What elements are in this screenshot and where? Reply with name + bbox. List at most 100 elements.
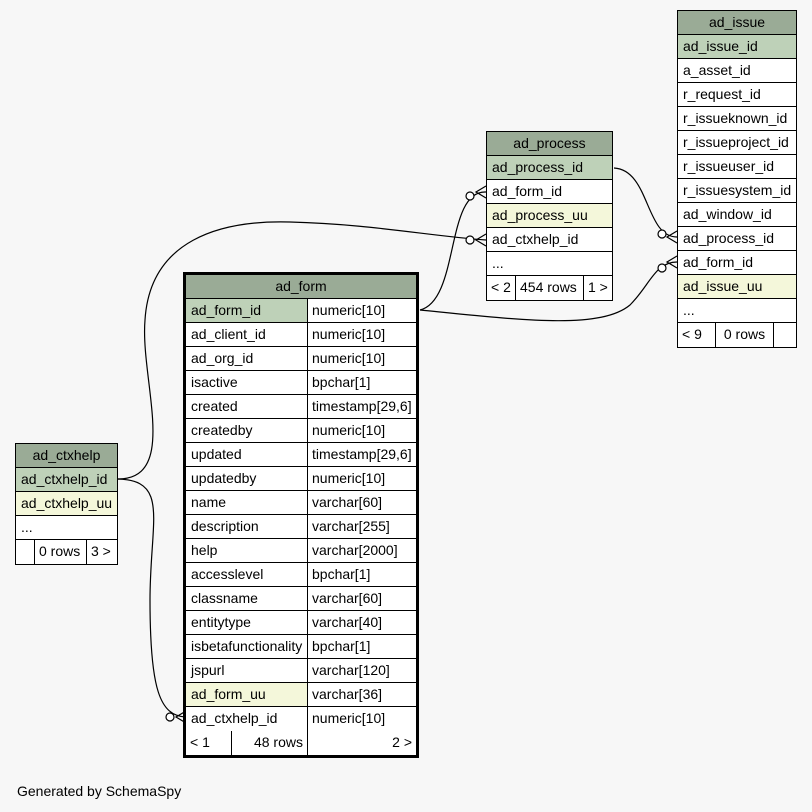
children-link[interactable]: 1 >	[588, 279, 608, 295]
column-name: createdby	[186, 419, 308, 442]
column-type: numeric[10]	[312, 326, 386, 342]
crowfoot-icon	[474, 185, 487, 199]
table-title[interactable]: ad_form	[186, 275, 416, 299]
column-name: updatedby	[186, 467, 308, 490]
column-row: ad_ctxhelp_uu	[16, 492, 117, 516]
children-link[interactable]: 3 >	[91, 543, 111, 559]
edge-form-ctxhelp	[116, 478, 187, 718]
column-row: ad_form_id	[487, 180, 612, 204]
column-row: a_asset_id	[678, 59, 796, 83]
column-type: varchar[2000]	[312, 542, 398, 558]
column-name: ad_form_uu	[186, 683, 308, 706]
table-ad-issue: ad_issue ad_issue_id a_asset_id r_reques…	[677, 10, 797, 348]
column-row: ad_form_id	[678, 251, 796, 275]
crowfoot-icon	[174, 710, 187, 724]
parents-link[interactable]: < 1	[186, 731, 232, 755]
column-name: updated	[186, 443, 308, 466]
column-type: varchar[36]	[312, 686, 383, 702]
column-name: ad_client_id	[186, 323, 308, 346]
table-title[interactable]: ad_issue	[678, 11, 796, 35]
column-row: ad_ctxhelp_id	[487, 228, 612, 252]
column-name: classname	[186, 587, 308, 610]
column-type: varchar[60]	[312, 494, 383, 510]
column-name: jspurl	[186, 659, 308, 682]
column-row: ad_issue_uu	[678, 275, 796, 299]
row-count: 0 rows	[35, 540, 87, 564]
column-type: bpchar[1]	[312, 374, 371, 390]
column-row: ad_issue_id	[678, 35, 796, 59]
column-name: name	[186, 491, 308, 514]
edge-process-form	[419, 191, 487, 311]
table-footer: 0 rows 3 >	[16, 540, 117, 564]
edge-issue-form	[419, 261, 678, 322]
column-type: varchar[120]	[312, 662, 390, 678]
column-type: numeric[10]	[312, 470, 386, 486]
generated-by-label: Generated by SchemaSpy	[17, 783, 182, 799]
table-footer: < 2 454 rows 1 >	[487, 276, 612, 300]
column-name: entitytype	[186, 611, 308, 634]
parents-link[interactable]: < 2	[487, 276, 516, 300]
edge-process-ctxhelp	[116, 221, 487, 480]
table-title[interactable]: ad_ctxhelp	[16, 444, 117, 468]
column-row: r_issueknown_id	[678, 107, 796, 131]
children-link	[774, 323, 796, 347]
crowfoot-icon	[474, 233, 487, 247]
row-count: 454 rows	[516, 276, 584, 300]
column-name: created	[186, 395, 308, 418]
column-row: ...	[16, 516, 117, 540]
table-ad-process: ad_process ad_process_id ad_form_id ad_p…	[486, 131, 613, 301]
column-row: r_issuesystem_id	[678, 179, 796, 203]
column-name: isactive	[186, 371, 308, 394]
row-count: 48 rows	[232, 731, 308, 755]
table-ad-ctxhelp: ad_ctxhelp ad_ctxhelp_id ad_ctxhelp_uu .…	[15, 443, 118, 565]
column-name: description	[186, 515, 308, 538]
edge-issue-process	[613, 167, 678, 238]
column-name: ad_ctxhelp_id	[186, 707, 308, 731]
column-row: r_request_id	[678, 83, 796, 107]
edge-end-circle	[165, 712, 175, 722]
column-row: r_issueuser_id	[678, 155, 796, 179]
table-footer: < 9 0 rows	[678, 323, 796, 347]
column-row: ad_window_id	[678, 203, 796, 227]
row-count: 0 rows	[716, 323, 774, 347]
column-name: accesslevel	[186, 563, 308, 586]
table-title[interactable]: ad_process	[487, 132, 612, 156]
parents-link	[16, 540, 35, 564]
table-footer: < 1 48 rows 2 >	[186, 731, 416, 755]
column-name: isbetafunctionality	[186, 635, 308, 658]
column-type: timestamp[29,6]	[312, 446, 412, 462]
column-row: ad_process_id	[678, 227, 796, 251]
column-row: ...	[678, 299, 796, 323]
column-row: r_issueproject_id	[678, 131, 796, 155]
column-type: numeric[10]	[312, 422, 386, 438]
column-name: help	[186, 539, 308, 562]
column-type: varchar[40]	[312, 614, 383, 630]
children-link[interactable]: 2 >	[392, 734, 412, 750]
column-row: ...	[487, 252, 612, 276]
parents-link[interactable]: < 9	[678, 323, 716, 347]
edge-end-circle	[465, 191, 475, 201]
crowfoot-icon	[665, 230, 678, 244]
column-row: ad_process_uu	[487, 204, 612, 228]
column-type: varchar[255]	[312, 518, 390, 534]
column-type: bpchar[1]	[312, 566, 371, 582]
